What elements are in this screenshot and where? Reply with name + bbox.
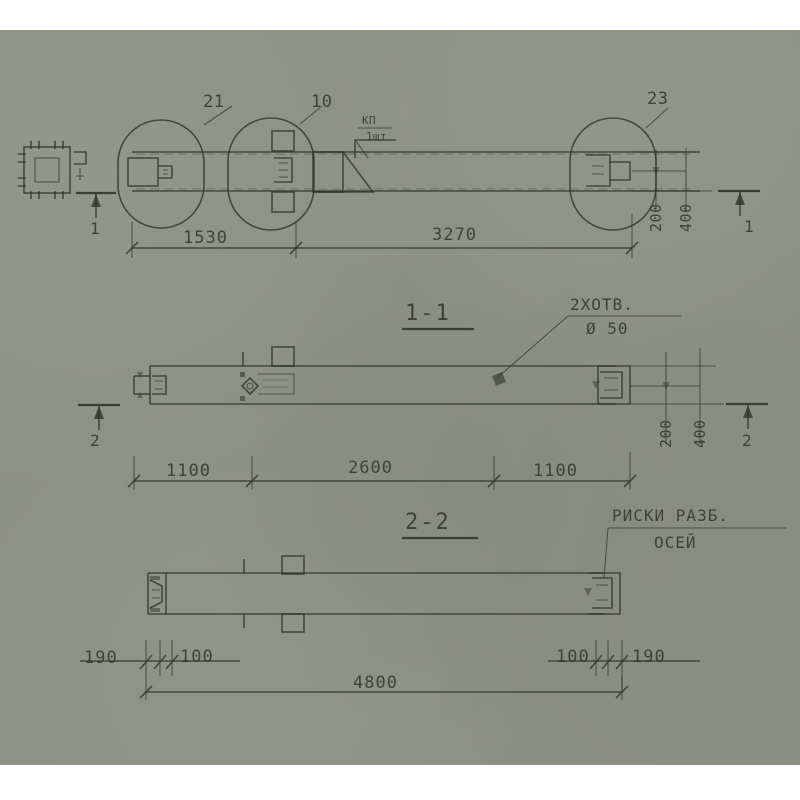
section-marker-2-right-label: 2 [742, 431, 752, 450]
callout-label-23: 23 [647, 89, 668, 109]
hole-note-line1: 2ХОТВ. [570, 295, 634, 314]
section-1-1-title-label: 1-1 [405, 301, 451, 326]
section-2-2-left-dimensions: 190 100 [80, 640, 240, 676]
section-2-2-dim-190-right: 190 [632, 647, 666, 667]
hole-note-line2: Ø 50 [586, 319, 629, 338]
weld-note-kp-top: КП [362, 114, 376, 127]
plan-dim-200: 200 [647, 203, 665, 232]
plan-horizontal-dimensions: 1530 3270 [125, 214, 639, 258]
section-1-1-horizontal-dimensions: 1100 2600 1100 [127, 452, 637, 490]
section-1-1-dim-2600: 2600 [348, 458, 393, 478]
section-1-1-dim-200: 200 [657, 419, 675, 448]
section-1-1-dim-1100-right: 1100 [533, 461, 578, 481]
plan-dim-400: 400 [677, 203, 695, 232]
section-1-1-dim-1100-left: 1100 [166, 461, 211, 481]
axis-marks-note: РИСКИ РАЗБ. ОСЕЙ [603, 506, 786, 579]
cross-section-detail [18, 141, 87, 199]
section-1-1-title: 1-1 [402, 301, 474, 331]
plan-view: КП 1шт 21 10 23 [117, 89, 760, 258]
plan-dim-1530: 1530 [183, 228, 228, 248]
weld-note-kp-bottom: 1шт [366, 130, 387, 143]
axis-note-line1: РИСКИ РАЗБ. [612, 506, 729, 525]
section-2-2-dim-190-left: 190 [84, 648, 118, 668]
section-2-2-view: 190 100 100 190 [80, 555, 700, 700]
section-marker-1-right-label: 1 [744, 217, 754, 236]
section-marker-2-left: 2 [78, 403, 120, 450]
section-2-2-title-label: 2-2 [405, 510, 451, 535]
section-2-2-dim-4800: 4800 [353, 673, 398, 693]
section-2-2-dim-100-right: 100 [556, 647, 590, 667]
hole-symbol [240, 372, 260, 401]
section-marker-1-left: 1 [76, 191, 116, 238]
section-1-1-vertical-dimensions: 200 400 [630, 348, 724, 448]
hole-note: 2ХОТВ. Ø 50 [492, 295, 682, 386]
section-2-2-right-dimensions: 100 190 [548, 640, 700, 690]
plan-dim-3270: 3270 [432, 225, 477, 245]
callout-label-21: 21 [203, 92, 224, 112]
section-marker-2-right: 2 [726, 402, 768, 450]
section-2-2-total-dimension: 4800 [139, 673, 629, 700]
plan-vertical-dimensions: 200 400 [632, 148, 712, 232]
weld-note-kp: КП 1шт [354, 114, 396, 159]
section-1-1-view: 2 200 400 2 [78, 346, 768, 490]
section-marker-2-left-label: 2 [90, 431, 100, 450]
section-marker-1-right: 1 [718, 189, 760, 236]
section-1-1-dim-400: 400 [691, 419, 709, 448]
axis-note-line2: ОСЕЙ [654, 533, 697, 552]
section-marker-1-left-label: 1 [90, 219, 100, 238]
callout-label-10: 10 [311, 92, 332, 112]
section-2-2-dim-100-left: 100 [180, 647, 214, 667]
section-2-2-title: 2-2 [402, 510, 478, 540]
